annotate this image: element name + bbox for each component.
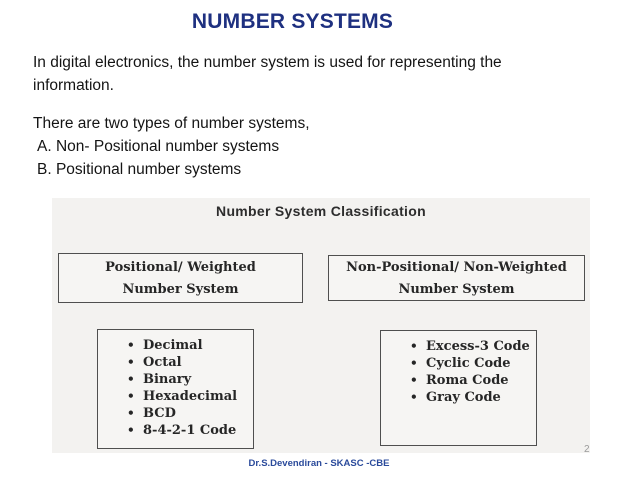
- diagram-title: Number System Classification: [216, 203, 426, 219]
- non-positional-list-box: Excess-3 Code Cyclic Code Roma Code Gray…: [380, 330, 537, 446]
- classification-diagram: Number System Classification Positional/…: [52, 198, 590, 453]
- list-item: Excess-3 Code: [408, 338, 532, 355]
- types-line-a: A. Non- Positional number systems: [37, 138, 280, 155]
- intro-line-1: In digital electronics, the number syste…: [33, 54, 502, 71]
- positional-list-box: Decimal Octal Binary Hexadecimal BCD 8-4…: [97, 329, 254, 449]
- non-positional-heading-box: Non-Positional/ Non-Weighted Number Syst…: [328, 255, 585, 301]
- positional-heading-line-1: Positional/ Weighted: [105, 259, 256, 275]
- list-item: Octal: [125, 354, 249, 371]
- non-positional-heading-line-2: Number System: [398, 281, 515, 297]
- list-item: Decimal: [125, 337, 249, 354]
- list-item: Hexadecimal: [125, 388, 249, 405]
- positional-heading-box: Positional/ Weighted Number System: [58, 253, 303, 303]
- list-item: BCD: [125, 405, 249, 422]
- intro-line-2: information.: [33, 77, 114, 94]
- list-item: Roma Code: [408, 372, 532, 389]
- footer-credit: Dr.S.Devendiran - SKASC -CBE: [248, 458, 390, 469]
- list-item: Gray Code: [408, 389, 532, 406]
- non-positional-heading-line-1: Non-Positional/ Non-Weighted: [346, 259, 567, 275]
- types-paragraph: There are two types of number systems, A…: [33, 112, 310, 181]
- page-number: 2: [584, 444, 590, 455]
- positional-heading-line-2: Number System: [122, 281, 239, 297]
- types-line-heading: There are two types of number systems,: [33, 115, 310, 132]
- types-line-b: B. Positional number systems: [37, 161, 242, 178]
- list-item: Cyclic Code: [408, 355, 532, 372]
- intro-paragraph: In digital electronics, the number syste…: [33, 51, 502, 97]
- list-item: 8-4-2-1 Code: [125, 422, 249, 439]
- slide-title: NUMBER SYSTEMS: [191, 10, 394, 33]
- positional-list: Decimal Octal Binary Hexadecimal BCD 8-4…: [98, 330, 253, 439]
- non-positional-list: Excess-3 Code Cyclic Code Roma Code Gray…: [381, 331, 536, 406]
- list-item: Binary: [125, 371, 249, 388]
